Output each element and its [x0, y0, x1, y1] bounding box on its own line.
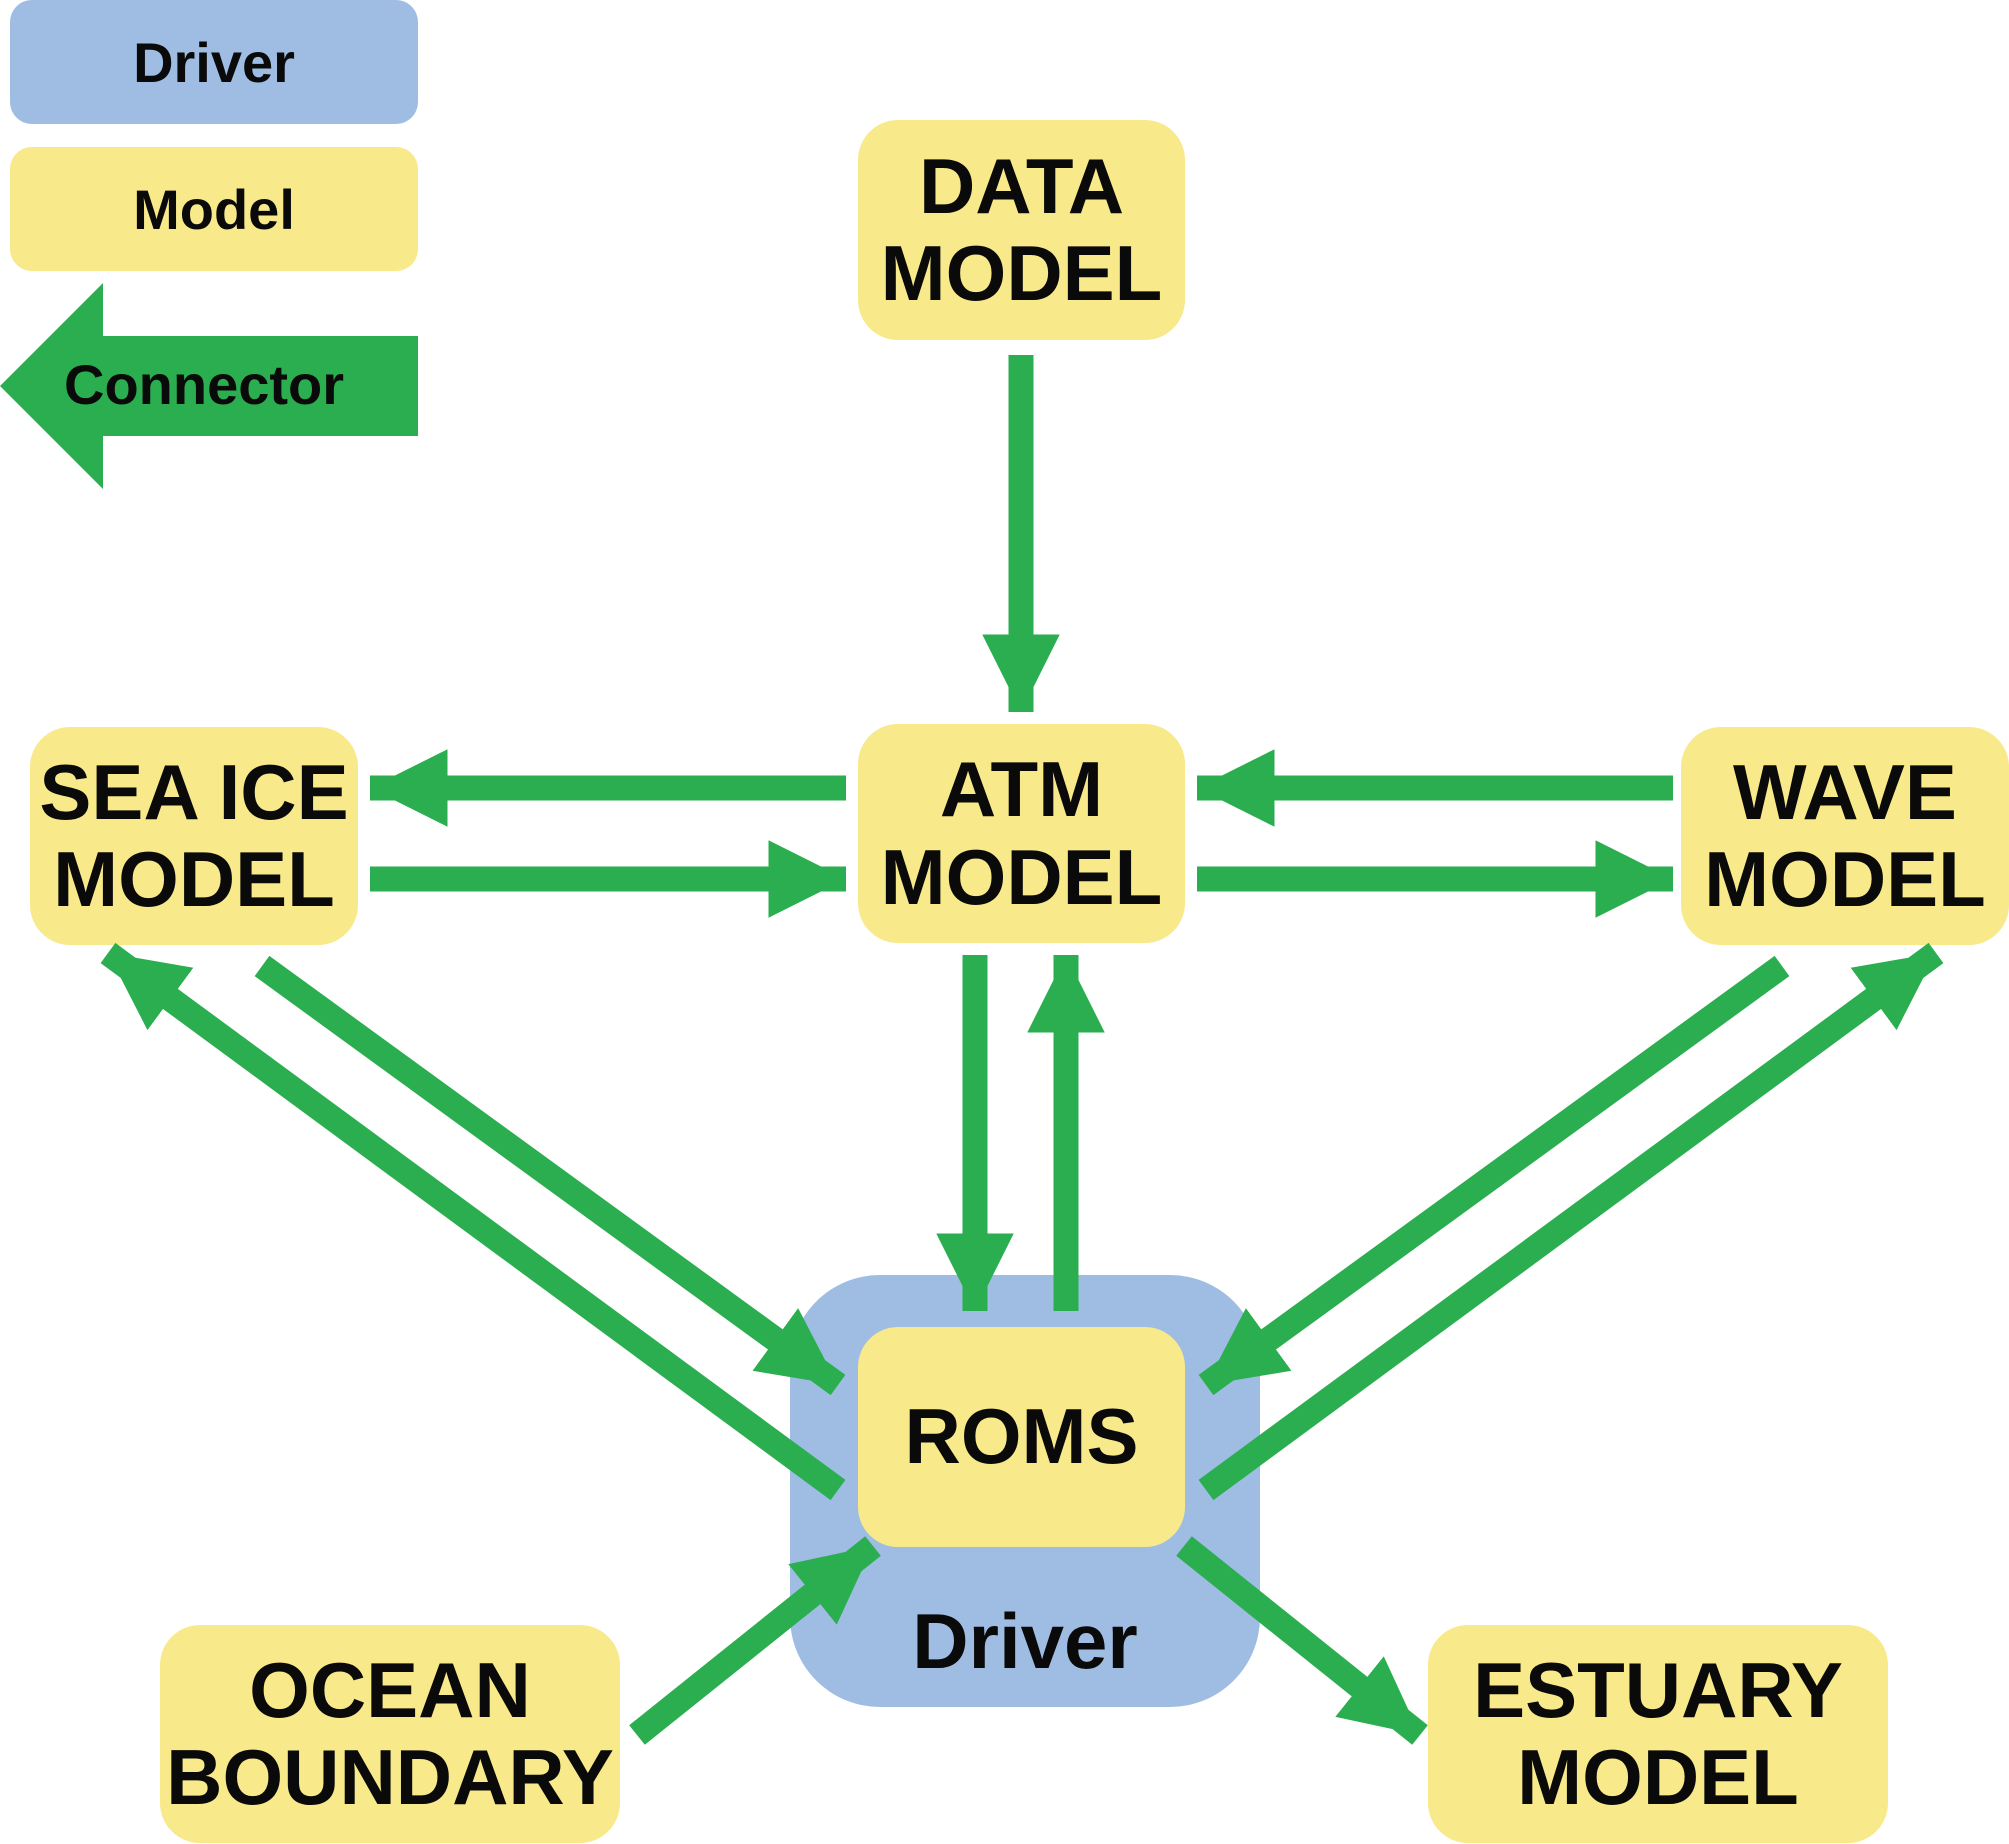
atm-model-node: ATM MODEL [858, 724, 1185, 943]
data-model-line-2: MODEL [880, 229, 1163, 317]
legend-connector-arrow [0, 283, 418, 489]
arrow-seaice-to-roms [254, 955, 846, 1396]
arrow-ocean-to-roms [629, 1536, 881, 1745]
legend-model: Model [10, 147, 418, 271]
arrow-wave-to-roms [1198, 955, 1790, 1396]
arrow-roms-to-wave [1198, 942, 1944, 1501]
legend-driver-label: Driver [133, 30, 295, 94]
legend-connector-label: Connector [64, 353, 344, 416]
estuary-model-line-1: ESTUARY [1473, 1645, 1843, 1734]
legend-model-label: Model [133, 177, 295, 241]
roms-node: ROMS [858, 1327, 1185, 1547]
legend-driver: Driver [10, 0, 418, 124]
driver-box-label: Driver [912, 1597, 1138, 1685]
estuary-model-node: ESTUARY MODEL [1428, 1625, 1888, 1843]
ocean-boundary-line-2: BOUNDARY [166, 1733, 614, 1821]
ocean-boundary-line-1: OCEAN [249, 1645, 531, 1734]
wave-model-node: WAVE MODEL [1681, 727, 2009, 945]
estuary-model-line-2: MODEL [1517, 1733, 1799, 1821]
data-model-line-1: DATA [918, 141, 1125, 230]
wave-model-line-2: MODEL [1704, 835, 1986, 923]
wave-model-line-1: WAVE [1733, 747, 1957, 836]
sea-ice-model-line-2: MODEL [53, 835, 335, 923]
sea-ice-model-line-1: SEA ICE [39, 747, 349, 836]
ocean-boundary-node: OCEAN BOUNDARY [160, 1625, 620, 1843]
sea-ice-model-node: SEA ICE MODEL [30, 727, 358, 945]
arrow-roms-to-estuary [1176, 1536, 1428, 1745]
roms-line-1: ROMS [904, 1392, 1139, 1481]
data-model-node: DATA MODEL [858, 120, 1185, 340]
atm-model-line-1: ATM [939, 745, 1104, 834]
atm-model-line-2: MODEL [880, 832, 1163, 921]
arrow-roms-to-seaice [100, 942, 846, 1501]
